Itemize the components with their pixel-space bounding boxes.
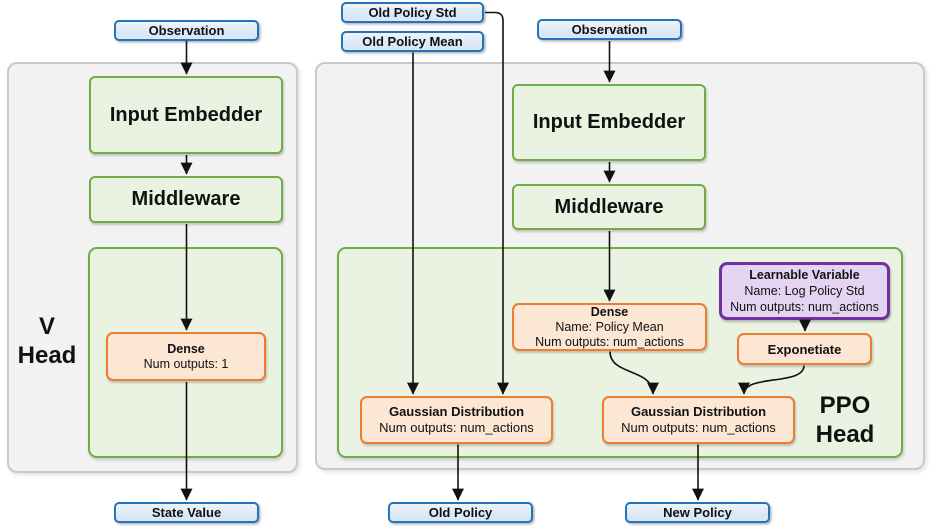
- learnable-variable-node: Learnable Variable Name: Log Policy Std …: [719, 262, 890, 320]
- middleware-node-v: Middleware: [89, 176, 283, 223]
- middleware-node-ppo: Middleware: [512, 184, 706, 230]
- new-policy-output: New Policy: [625, 502, 770, 523]
- exponetiate-node: Exponetiate: [737, 333, 872, 365]
- middleware-label-v: Middleware: [131, 188, 241, 210]
- dense-policy-mean-name: Name: Policy Mean: [555, 319, 664, 334]
- old-policy-mean-input: Old Policy Mean: [341, 31, 484, 52]
- gaussian-old-num-outputs: Num outputs: num_actions: [379, 420, 534, 435]
- v-head-title-line2: Head: [17, 342, 77, 369]
- middleware-label-ppo: Middleware: [554, 195, 664, 218]
- dense-num-outputs-v: Num outputs: 1: [143, 356, 229, 371]
- v-head-title: V Head: [6, 312, 88, 370]
- v-head-title-line1: V: [38, 313, 55, 340]
- exponetiate-label: Exponetiate: [767, 341, 842, 357]
- dense-policy-mean-num-outputs: Num outputs: num_actions: [535, 334, 684, 349]
- learnable-variable-num-outputs: Num outputs: num_actions: [730, 300, 879, 314]
- gaussian-distribution-old-node: Gaussian Distribution Num outputs: num_a…: [360, 396, 553, 444]
- ppo-head-title-line2: Head: [815, 421, 875, 448]
- gaussian-new-num-outputs: Num outputs: num_actions: [621, 420, 776, 435]
- gaussian-old-title: Gaussian Distribution: [388, 404, 525, 419]
- old-policy-mean-label: Old Policy Mean: [362, 34, 463, 49]
- learnable-variable-name: Name: Log Policy Std: [744, 284, 865, 298]
- learnable-variable-title: Learnable Variable: [749, 268, 860, 282]
- old-policy-std-input: Old Policy Std: [341, 2, 484, 23]
- input-embedder-label-v: Input Embedder: [109, 103, 263, 126]
- gaussian-distribution-new-node: Gaussian Distribution Num outputs: num_a…: [602, 396, 795, 444]
- old-policy-label: Old Policy: [428, 505, 493, 520]
- old-policy-output: Old Policy: [388, 502, 533, 523]
- dense-policy-mean-title: Dense: [590, 304, 629, 319]
- observation-label-ppo: Observation: [571, 22, 648, 37]
- dense-node-v: Dense Num outputs: 1: [106, 332, 266, 381]
- new-policy-label: New Policy: [663, 505, 732, 520]
- observation-label-v: Observation: [148, 23, 225, 38]
- state-value-label: State Value: [151, 505, 222, 520]
- ppo-head-title: PPO Head: [797, 391, 893, 449]
- input-embedder-node-ppo: Input Embedder: [512, 84, 706, 161]
- observation-input-v: Observation: [114, 20, 259, 41]
- state-value-output: State Value: [114, 502, 259, 523]
- observation-input-ppo: Observation: [537, 19, 682, 40]
- input-embedder-label-ppo: Input Embedder: [532, 111, 686, 133]
- ppo-head-title-line1: PPO: [819, 392, 871, 419]
- dense-policy-mean-node: Dense Name: Policy Mean Num outputs: num…: [512, 303, 707, 351]
- input-embedder-node-v: Input Embedder: [89, 76, 283, 154]
- gaussian-new-title: Gaussian Distribution: [630, 404, 767, 419]
- dense-title-v: Dense: [167, 341, 205, 356]
- old-policy-std-label: Old Policy Std: [368, 5, 457, 20]
